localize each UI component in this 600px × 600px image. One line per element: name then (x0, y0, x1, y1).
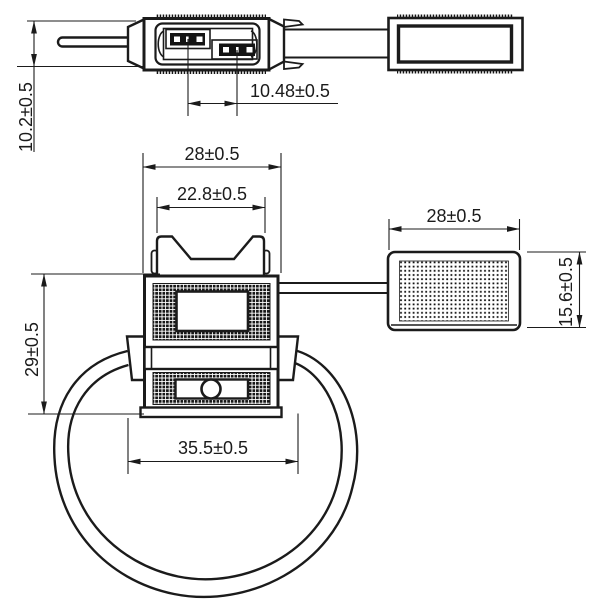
spring-clip-left (157, 30, 165, 58)
dim-wire-od (17, 20, 145, 152)
cover-knurl-area (399, 260, 509, 322)
dim-label-holder-height: 29±0.5 (22, 322, 42, 377)
middle-band (143, 345, 280, 371)
dim-holder-width (142, 153, 282, 273)
dim-label-lid-inner-width: 22.8±0.5 (177, 184, 247, 204)
wire-loop-outer (53, 348, 359, 599)
upper-window (175, 290, 250, 333)
cover-grip-serration-top (397, 14, 513, 19)
dim-label-cover-width: 28±0.5 (427, 206, 482, 226)
holder-grip-serration-bottom (156, 69, 266, 74)
terminal-a-contact-3 (196, 36, 203, 42)
terminal-a-contact-2 (186, 36, 189, 42)
latch-tab-top (283, 18, 305, 29)
wing-left (125, 335, 147, 382)
dim-label-holder-width: 28±0.5 (185, 144, 240, 164)
dim-label-cover-height: 15.6±0.5 (556, 257, 576, 327)
dim-lid-inner-width (156, 197, 266, 233)
wire-lead (56, 36, 137, 48)
terminal-b-contact-2 (236, 47, 239, 53)
dim-holder-height (28, 273, 160, 415)
holder-inner-frame (154, 22, 261, 66)
cover-grip-serration-bottom (397, 69, 513, 74)
terminal-b-contact-3 (246, 47, 253, 53)
dim-label-overall-width: 35.5±0.5 (178, 438, 248, 458)
dim-label-wire-od: 10.2±0.5 (16, 82, 36, 152)
terminal-b-contact-1 (223, 47, 229, 53)
terminal-a-contact-1 (174, 36, 180, 42)
round-plug (200, 378, 222, 400)
holder-end-taper (267, 17, 286, 72)
wire-loop-inner (66, 360, 343, 581)
top-view (56, 14, 524, 74)
dim-label-terminal-pitch: 10.48±0.5 (250, 81, 330, 101)
wing-right (275, 335, 300, 382)
lid-v-notch (155, 235, 266, 276)
dim-overall-width (127, 413, 299, 474)
dim-terminal-pitch (187, 39, 338, 116)
dim-cover-width (388, 219, 521, 250)
front-view (53, 235, 522, 599)
latch-tab-bottom (283, 60, 305, 70)
cover-top-view-inner (396, 24, 514, 64)
wire-boot (126, 17, 147, 71)
holder-grip-serration-top (156, 14, 266, 19)
terminal-slot-frame-b (211, 39, 258, 60)
holder-base (139, 406, 283, 419)
dim-cover-height (527, 251, 586, 329)
